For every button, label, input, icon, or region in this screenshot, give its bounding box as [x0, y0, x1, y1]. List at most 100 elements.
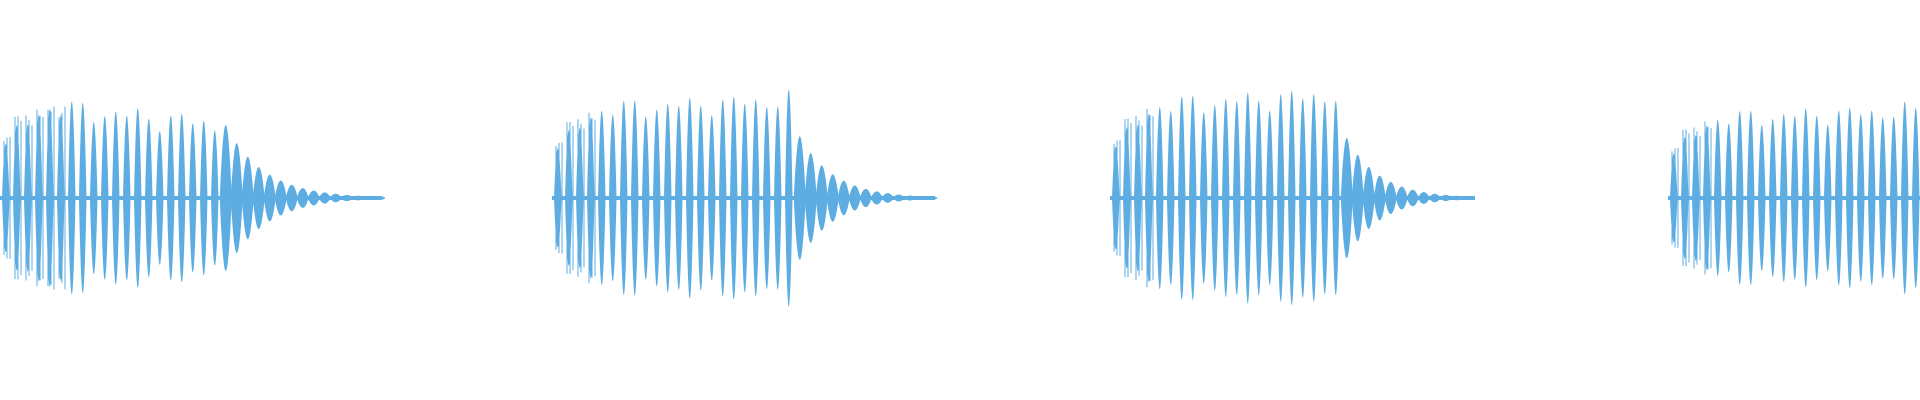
waveform-lobe — [793, 136, 806, 260]
waveform-lobe — [340, 194, 353, 202]
waveform-lobe — [1244, 92, 1252, 304]
waveform-lobe — [1670, 153, 1678, 243]
waveform-lobe — [1134, 124, 1142, 272]
waveform-lobe — [848, 185, 861, 211]
waveform-lobe — [178, 113, 186, 283]
waveform-bursts — [0, 89, 1920, 307]
waveform-lobe — [686, 97, 694, 299]
waveform-lobe — [46, 109, 54, 287]
waveform-lobe — [1813, 115, 1821, 281]
waveform-lobe — [79, 102, 87, 294]
waveform-lobe — [826, 174, 839, 222]
waveform-lobe — [1769, 119, 1777, 277]
waveform-lobe — [741, 103, 749, 293]
waveform-lobe — [1692, 135, 1700, 261]
waveform-lobe — [1417, 192, 1430, 204]
waveform-burst-3 — [1110, 91, 1475, 305]
waveform-lobe — [881, 193, 894, 203]
waveform-lobe — [785, 89, 793, 307]
waveform-lobe — [1167, 110, 1175, 286]
waveform-lobe — [1890, 116, 1898, 280]
waveform-lobe — [1406, 189, 1419, 207]
waveform-lobe — [285, 184, 298, 212]
waveform-lobe — [1736, 111, 1744, 285]
waveform-lobe — [230, 143, 243, 253]
waveform-lobe — [274, 180, 287, 216]
waveform-lobe — [1780, 113, 1788, 283]
waveform-lobe — [631, 100, 639, 296]
waveform-lobe — [1233, 101, 1241, 295]
waveform-lobe — [708, 115, 716, 281]
waveform-lobe — [903, 195, 916, 201]
waveform-lobe — [1681, 137, 1689, 259]
waveform-lobe — [1189, 95, 1197, 301]
waveform-lobe — [1868, 110, 1876, 286]
waveform-lobe — [914, 196, 927, 200]
waveform-lobe — [219, 124, 232, 272]
waveform-lobe — [1846, 107, 1854, 289]
waveform-lobe — [1428, 193, 1441, 203]
waveform-lobe — [576, 127, 584, 269]
waveform-lobe — [1299, 98, 1307, 298]
waveform-lobe — [1288, 91, 1296, 305]
waveform-lobe — [1714, 119, 1722, 277]
waveform-lobe — [156, 131, 164, 265]
waveform-lobe — [241, 156, 254, 240]
waveform-lobe — [653, 109, 661, 287]
waveform-lobe — [1373, 175, 1386, 221]
waveform-lobe — [1362, 166, 1375, 230]
waveform-lobe — [123, 115, 131, 281]
waveform-lobe — [252, 166, 265, 230]
waveform-lobe — [112, 111, 120, 285]
waveform-lobe — [1222, 99, 1230, 297]
waveform-lobe — [697, 105, 705, 291]
waveform-lobe — [329, 193, 342, 203]
waveform-lobe — [1211, 105, 1219, 291]
waveform-lobe — [1747, 110, 1755, 286]
waveform-burst-2 — [552, 89, 938, 307]
waveform-lobe — [13, 125, 21, 271]
waveform-lobe — [1791, 116, 1799, 280]
waveform-lobe — [1156, 106, 1164, 290]
waveform-lobe — [211, 130, 219, 266]
waveform-lobe — [664, 103, 672, 293]
waveform-lobe — [1758, 125, 1766, 271]
waveform-lobe — [763, 107, 771, 289]
waveform-lobe — [189, 123, 197, 273]
waveform-lobe — [598, 110, 606, 286]
waveform-burst-1 — [0, 101, 386, 295]
waveform-lobe — [730, 96, 738, 300]
waveform-lobe — [1145, 113, 1153, 283]
waveform-lobe — [101, 116, 109, 280]
waveform-lobe — [1340, 137, 1353, 259]
waveform-lobe — [587, 117, 595, 279]
waveform-lobe — [296, 188, 309, 208]
waveform-lobe — [318, 192, 331, 204]
waveform-lobe — [1439, 194, 1452, 202]
waveform-lobe — [1912, 108, 1920, 288]
waveform-lobe — [1255, 100, 1263, 296]
waveform-lobe — [642, 116, 650, 280]
waveform-lobe — [1835, 110, 1843, 286]
waveform-lobe — [804, 153, 817, 243]
waveform-lobe — [373, 196, 386, 200]
waveform-lobe — [35, 114, 43, 282]
waveform-lobe — [1450, 195, 1463, 201]
waveform-lobe — [815, 165, 828, 231]
waveform-lobe — [719, 99, 727, 297]
waveform-lobe — [675, 106, 683, 290]
waveform-lobe — [620, 100, 628, 296]
waveform-lobe — [859, 188, 872, 208]
waveform-lobe — [837, 180, 850, 216]
waveform-lobe — [1332, 100, 1340, 296]
waveform-lobe — [1384, 181, 1397, 215]
waveform-lobe — [1703, 125, 1711, 271]
waveform-lobe — [892, 194, 905, 202]
waveform-burst-4 — [1668, 101, 1920, 295]
waveform-lobe — [167, 115, 175, 281]
waveform-lobe — [1725, 123, 1733, 273]
waveform-lobe — [2, 143, 10, 253]
waveform-lobe — [1901, 101, 1909, 295]
waveform-lobe — [1266, 110, 1274, 286]
